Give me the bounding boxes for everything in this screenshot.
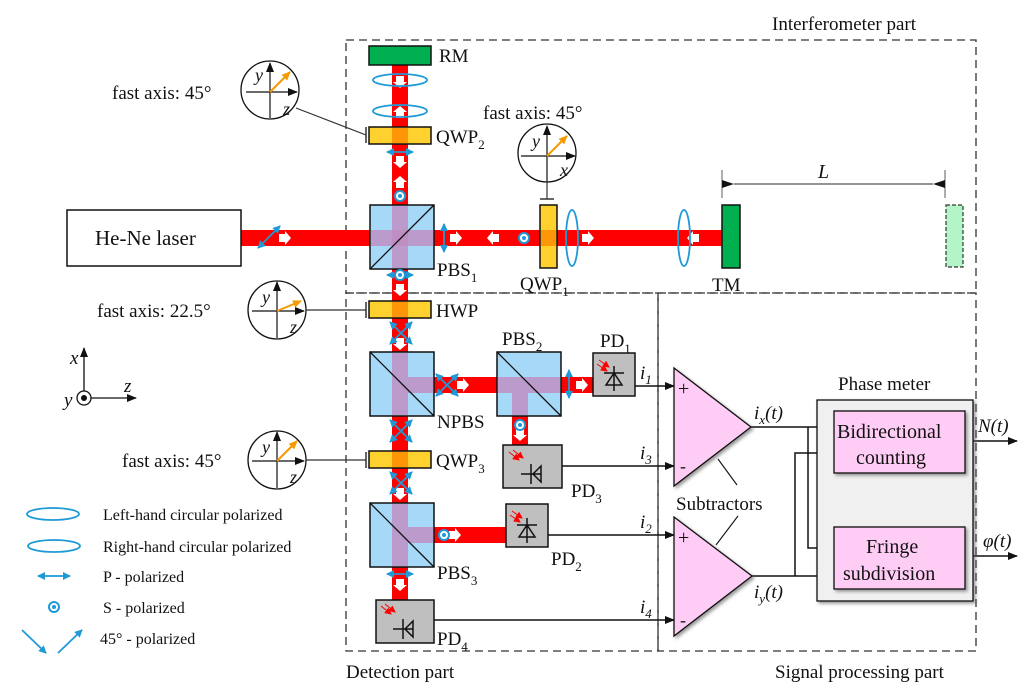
svg-text:y: y (253, 65, 263, 85)
subtractor-y-minus: - (680, 610, 686, 630)
svg-text:subdivision: subdivision (843, 563, 935, 585)
legend: Left-hand circular polarized Right-hand … (21, 507, 291, 654)
qwp2-label: QWP2 (436, 127, 485, 152)
interferometer-part-label: Interferometer part (772, 14, 917, 35)
qwp3-label: QWP3 (436, 451, 485, 476)
pd1-detector (592, 352, 636, 397)
legend-label: Right-hand circular polarized (103, 539, 291, 556)
target-mirror (721, 204, 741, 269)
laser-label: He-Ne laser (95, 226, 196, 250)
svg-text:y: y (260, 287, 270, 307)
s-polarized-icon (48, 601, 60, 613)
pd3-label: PD3 (571, 481, 602, 506)
hwp-fast-axis-indicator: fast axis: 22.5° y z (97, 280, 367, 340)
subtractors-leader-bottom (715, 515, 739, 546)
svg-text:fast axis: 22.5°: fast axis: 22.5° (97, 301, 211, 322)
axis-x-label: x (69, 348, 79, 369)
right-hand-circular-icon (27, 539, 81, 553)
subtractor-y (673, 515, 754, 638)
svg-text:z: z (289, 467, 297, 487)
svg-text:z: z (282, 99, 290, 119)
output-phi: φ(t) (983, 531, 1011, 552)
svg-text:fast axis: 45°: fast axis: 45° (483, 103, 582, 124)
tm-label: TM (712, 275, 741, 296)
qwp1-label: QWP1 (520, 274, 569, 299)
subtractor-x-plus: + (678, 378, 689, 400)
subtractors-leader-top (717, 458, 738, 486)
axis-z-label: z (123, 376, 132, 397)
pbs1-label: PBS1 (437, 260, 477, 285)
pbs3-label: PBS3 (437, 563, 477, 588)
signal-i4: i4 (640, 597, 652, 621)
legend-label: P - polarized (103, 569, 184, 586)
svg-text:y: y (530, 131, 540, 151)
qwp2-fast-axis-indicator: fast axis: 45° y z (112, 60, 367, 143)
beam-direction-arrows (279, 76, 699, 591)
distance-label: L (817, 161, 829, 183)
rm-label: RM (439, 46, 469, 67)
subtractor-x-minus: - (680, 456, 686, 476)
target-mirror-displaced (945, 204, 964, 268)
pbs2-label: PBS2 (502, 329, 542, 354)
svg-text:counting: counting (856, 447, 926, 469)
svg-text:y: y (260, 437, 270, 457)
bidirectional-counting-block: Bidirectional counting (833, 410, 966, 474)
hwp-waveplate (368, 300, 432, 319)
signal-iy: iy(t) (754, 582, 783, 606)
pd3-detector (502, 444, 563, 489)
svg-text:fast axis: 45°: fast axis: 45° (122, 451, 221, 472)
fringe-subdivision-block: Fringe subdivision (833, 526, 966, 590)
subtractor-y-plus: + (678, 527, 689, 549)
pbs3-cube (369, 502, 435, 568)
qwp3-waveplate (368, 450, 432, 469)
signal-i1: i1 (640, 363, 652, 387)
legend-label: 45° - polarized (100, 631, 195, 648)
qwp1-fast-axis-indicator: fast axis: 45° y x (483, 103, 582, 200)
pbs2-cube (496, 351, 562, 417)
axis-y-label: y (62, 390, 73, 411)
svg-text:Bidirectional: Bidirectional (837, 421, 942, 443)
qwp2-waveplate (368, 126, 432, 145)
coordinate-frame: x y z (62, 347, 137, 411)
signal-processing-part-label: Signal processing part (775, 662, 945, 683)
output-n: N(t) (977, 416, 1009, 437)
signal-i3: i3 (640, 443, 652, 467)
pd1-label: PD1 (600, 331, 631, 356)
detection-part-label: Detection part (346, 662, 455, 683)
signal-i2: i2 (640, 512, 652, 536)
legend-label: S - polarized (103, 600, 185, 617)
pd2-label: PD2 (551, 549, 582, 574)
left-hand-circular-icon (26, 507, 80, 521)
45deg-polarized-icon (21, 629, 83, 654)
pd2-detector (505, 503, 549, 548)
svg-text:Fringe: Fringe (866, 536, 918, 558)
phase-meter-label: Phase meter (838, 374, 931, 395)
pd4-detector (375, 599, 435, 644)
hwp-label: HWP (436, 301, 478, 322)
npbs-label: NPBS (437, 412, 485, 433)
detection-part-box (345, 292, 659, 652)
subtractor-x (673, 366, 753, 488)
qwp3-fast-axis-indicator: fast axis: 45° y z (122, 430, 367, 490)
pd4-label: PD4 (437, 629, 468, 654)
signal-ix: ix(t) (754, 403, 783, 427)
interferometer-part-box (345, 39, 977, 294)
subtractors-label: Subtractors (676, 494, 763, 515)
legend-label: Left-hand circular polarized (103, 507, 282, 524)
svg-text:z: z (289, 317, 297, 337)
pbs1-cube (369, 204, 435, 270)
signal-processing-part-box (657, 292, 977, 652)
he-ne-laser (66, 209, 242, 267)
qwp1-waveplate (539, 204, 558, 269)
svg-text:fast axis: 45°: fast axis: 45° (112, 83, 211, 104)
npbs-cube (369, 351, 435, 417)
reference-mirror (368, 45, 432, 66)
polarization-markers (257, 73, 691, 578)
svg-text:x: x (559, 160, 568, 180)
